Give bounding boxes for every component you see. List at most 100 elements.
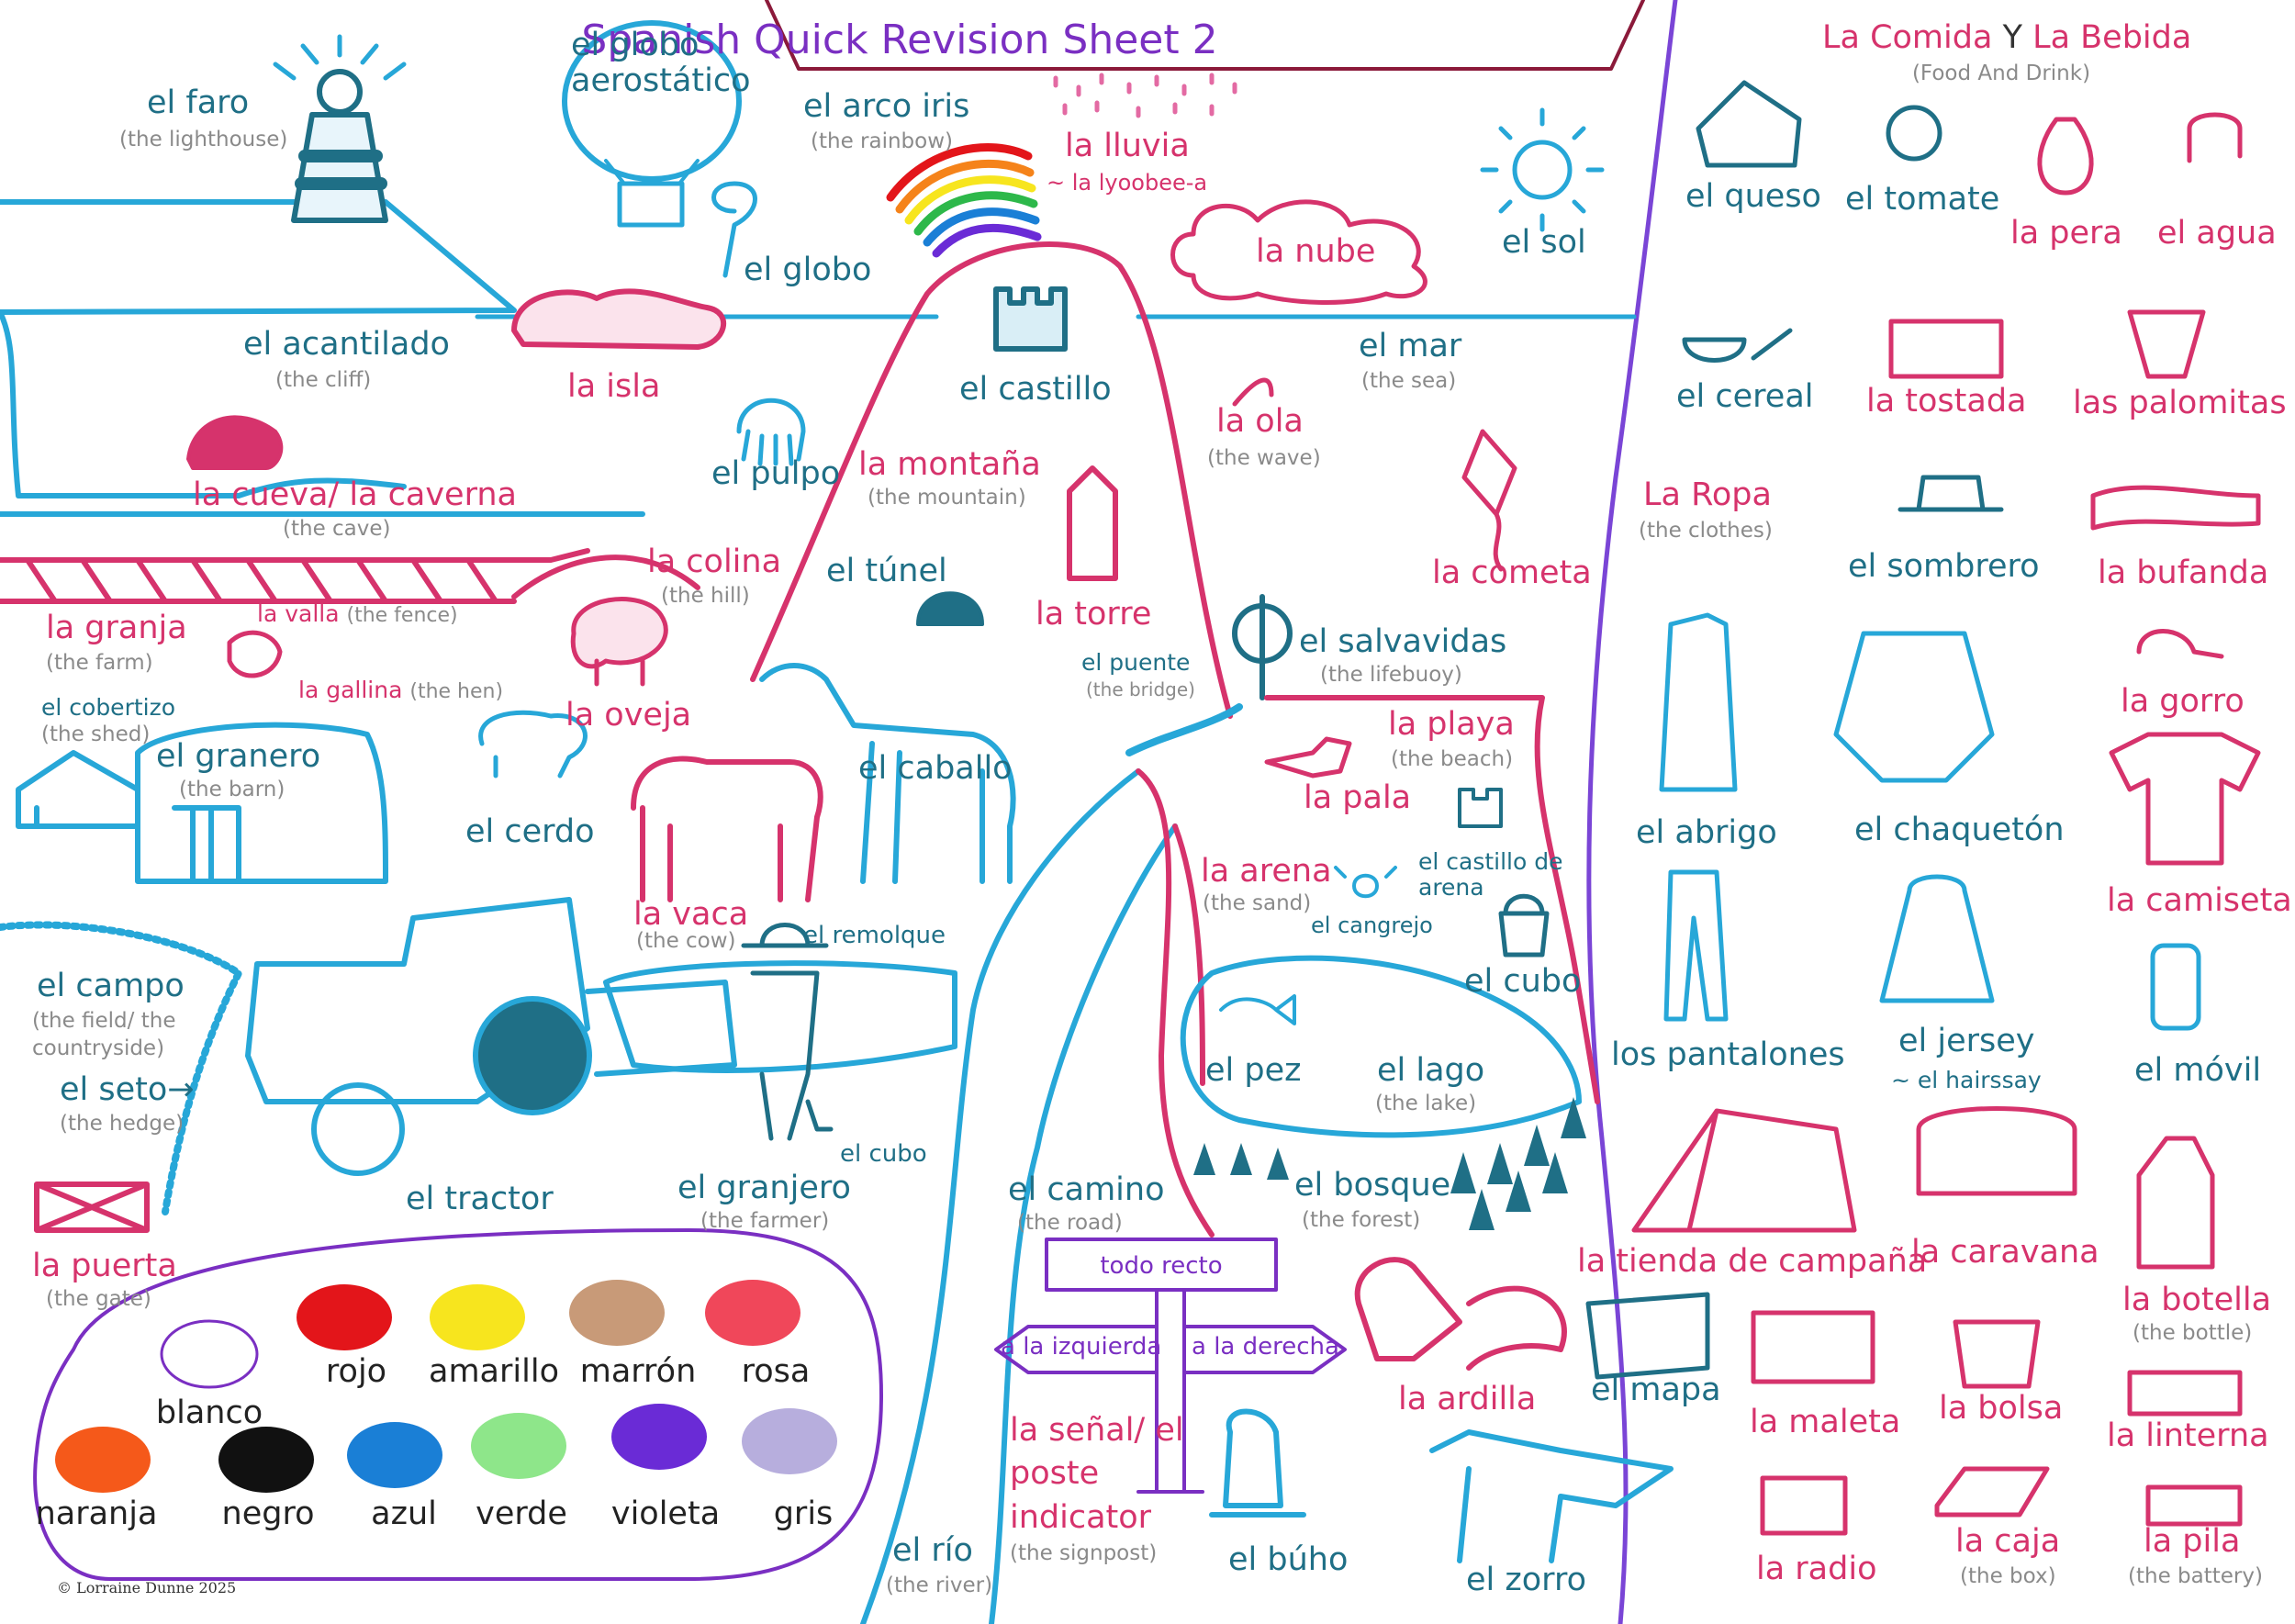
torch-icon	[2127, 1370, 2243, 1417]
balloon-icon	[711, 181, 757, 278]
label-el-tomate: el tomate	[1845, 181, 2000, 218]
colour-swatches	[55, 1280, 837, 1493]
label-el-mar: el mar	[1359, 328, 1462, 364]
label-la-botella: la botella	[2122, 1282, 2272, 1318]
swatch-0	[160, 1319, 259, 1389]
island-icon	[511, 288, 727, 350]
label-el-cereal: el cereal	[1676, 378, 1814, 415]
label-el-movil: el móvil	[2134, 1052, 2262, 1089]
lake-outline	[1180, 955, 1582, 1138]
label-la-pila: la pila	[2144, 1523, 2241, 1560]
label-la-puerta: la puerta	[32, 1248, 177, 1284]
label-la-granja-t: (the farm)	[46, 651, 153, 675]
trailer-icon	[603, 960, 957, 1073]
label-el-seto: el seto→	[60, 1071, 195, 1108]
label-el-tunel: el túnel	[826, 553, 947, 589]
label-el-acantilado: el acantilado	[243, 326, 450, 363]
label-el-faro-t: (the lighthouse)	[119, 128, 288, 151]
pig-icon	[478, 710, 588, 778]
label-el-jersey: el jersey	[1898, 1023, 2035, 1059]
beach-outline	[1264, 695, 1600, 1104]
label-la-colina-t: (the hill)	[661, 584, 750, 608]
label-el-cobertizo: el cobertizo	[41, 694, 176, 721]
label-el-queso: el queso	[1685, 178, 1821, 215]
hen-icon	[227, 630, 283, 678]
colour-label-4: rosa	[741, 1353, 811, 1390]
label-la-pila-t: (the battery)	[2128, 1564, 2263, 1588]
swatch-2	[430, 1284, 525, 1350]
octopus-icon	[736, 398, 806, 466]
label-el-chaqueton: el chaquetón	[1854, 812, 2065, 848]
label-la-caravana: la caravana	[1911, 1234, 2099, 1271]
owl-icon	[1209, 1408, 1306, 1518]
label-el-cubo-beach: el cubo	[1464, 963, 1582, 1000]
label-el-granjero: el granjero	[677, 1170, 851, 1206]
bag-icon	[1953, 1319, 2041, 1389]
horse-icon	[759, 663, 1016, 884]
label-la-camiseta: la camiseta	[2107, 882, 2292, 919]
label-el-granjero-t: (the farmer)	[700, 1209, 830, 1233]
label-la-torre: la torre	[1036, 596, 1152, 633]
label-el-tractor: el tractor	[406, 1181, 554, 1217]
sandcastle-icon	[1458, 788, 1503, 828]
label-el-bosque-t: (the forest)	[1302, 1208, 1421, 1232]
hot-air-balloon-icon	[562, 20, 742, 228]
label-el-globo: el globo	[744, 252, 872, 288]
scarf-icon	[2090, 485, 2261, 531]
label-la-granja: la granja	[46, 610, 187, 646]
label-la-gallina-es: la gallina	[298, 677, 403, 703]
swatch-4	[705, 1280, 800, 1346]
hill-outline	[511, 554, 700, 599]
label-la-playa-t: (the beach)	[1391, 747, 1514, 771]
food-header-right: La Bebida	[2032, 19, 2192, 56]
label-el-rio-t: (the river)	[886, 1574, 993, 1597]
cereal-icon	[1682, 328, 1793, 363]
swatch-5	[55, 1427, 151, 1493]
sign-todo-recto: todo recto	[1100, 1252, 1223, 1280]
label-el-bosque: el bosque	[1294, 1167, 1451, 1204]
cow-icon	[631, 756, 823, 902]
label-la-playa: la playa	[1388, 706, 1515, 743]
sun-icon	[1480, 107, 1605, 232]
label-la-valla-es: la valla	[257, 600, 340, 627]
farmer-icon	[741, 923, 834, 1141]
label-el-cubo-farmer: el cubo	[840, 1140, 927, 1168]
food-header-translation: (Food And Drink)	[1911, 62, 2091, 85]
label-el-buho: el búho	[1228, 1541, 1349, 1578]
label-el-mapa: el mapa	[1591, 1372, 1721, 1408]
label-la-vaca: la vaca	[633, 896, 749, 933]
battery-icon	[2145, 1484, 2243, 1527]
cap-icon	[2136, 629, 2224, 659]
label-la-caja-t: (the box)	[1960, 1564, 2056, 1588]
sign-a-la-izquierda: a la izquierda	[1001, 1333, 1162, 1361]
label-el-jersey-pron: ~ el hairssay	[1891, 1067, 2042, 1093]
label-la-colina: la colina	[647, 543, 782, 580]
castle-icon	[993, 286, 1068, 352]
label-las-palomitas: las palomitas	[2073, 385, 2287, 421]
colour-label-2: amarillo	[429, 1353, 559, 1390]
colour-label-0: blanco	[155, 1394, 263, 1431]
label-el-lago-t: (the lake)	[1375, 1092, 1477, 1115]
label-el-salvavidas-t: (the lifebuoy)	[1320, 663, 1462, 687]
label-el-mar-t: (the sea)	[1361, 369, 1457, 393]
lighthouse-icon	[273, 34, 407, 223]
label-la-ardilla: la ardilla	[1398, 1381, 1537, 1417]
label-la-gallina-t: (the hen)	[409, 680, 504, 703]
label-el-puente: el puente	[1081, 649, 1191, 676]
swatch-10	[742, 1408, 837, 1474]
clothes-header: La Ropa	[1643, 476, 1772, 513]
barn-icon	[135, 722, 388, 884]
swatch-6	[218, 1427, 314, 1493]
label-la-montana: la montaña	[858, 446, 1041, 483]
label-el-granero: el granero	[156, 738, 321, 775]
label-la-cueva-t: (the cave)	[283, 517, 391, 541]
cliff-drawing	[0, 199, 645, 517]
label-la-cometa: la cometa	[1432, 554, 1592, 591]
label-la-maleta: la maleta	[1750, 1404, 1901, 1440]
swatch-7	[347, 1422, 442, 1488]
label-el-remolque: el remolque	[803, 922, 946, 949]
label-el-seto-t: (the hedge)	[60, 1112, 185, 1136]
bucket-icon	[1498, 893, 1550, 958]
label-la-nube: la nube	[1256, 233, 1376, 270]
